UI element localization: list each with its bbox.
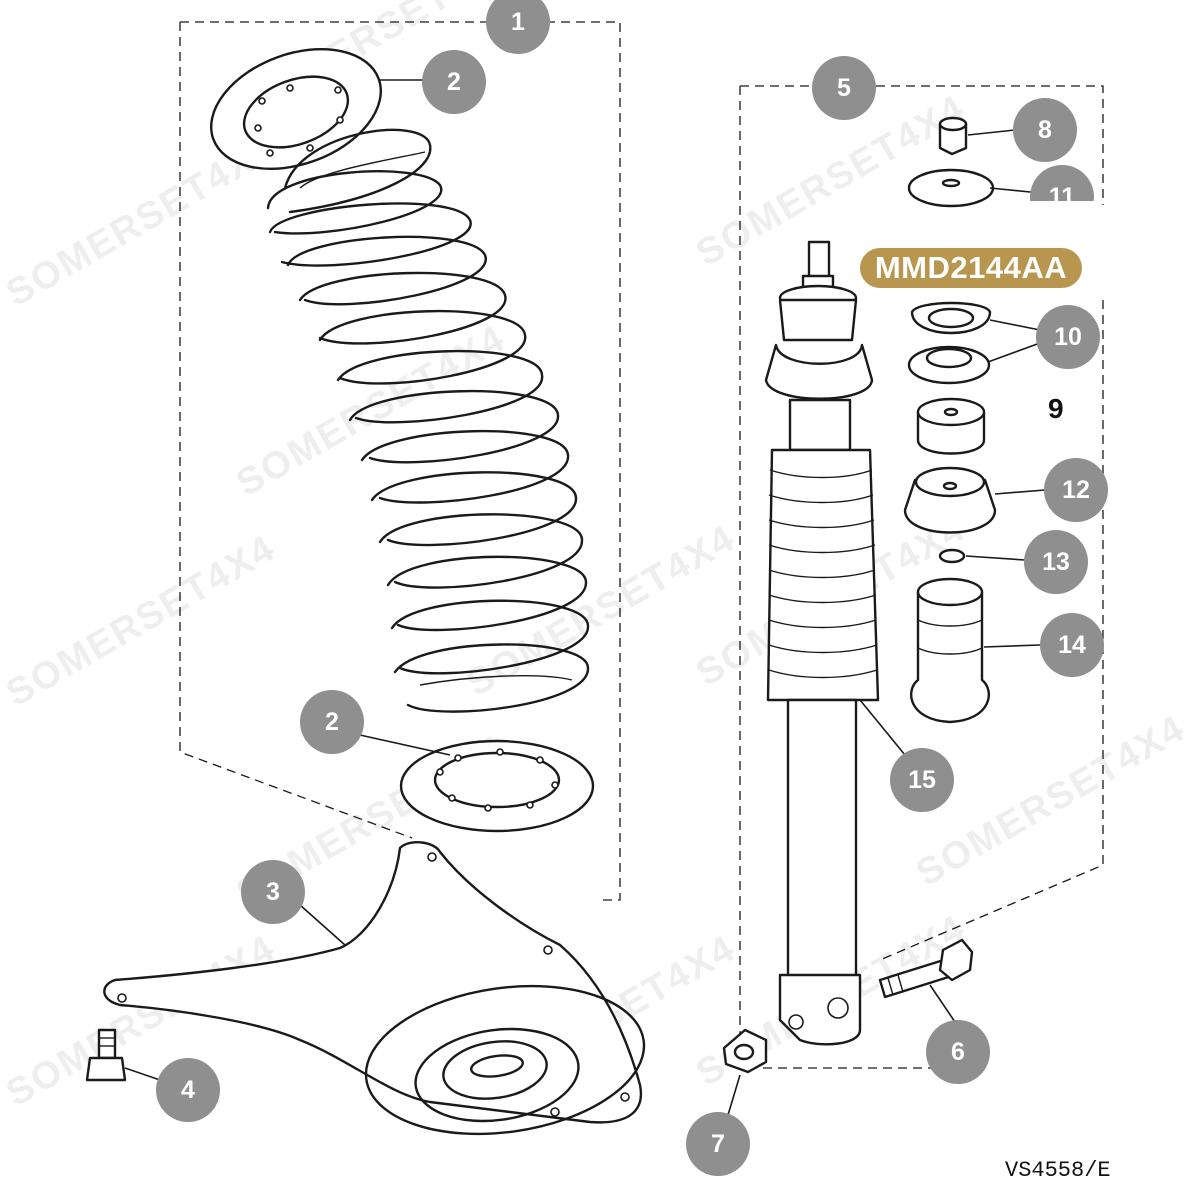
leader-10b bbox=[987, 342, 1041, 363]
leader-15 bbox=[859, 699, 906, 756]
leader-8 bbox=[967, 129, 1016, 136]
callout-5: 5 bbox=[812, 56, 876, 120]
leader-7 bbox=[727, 1074, 741, 1116]
callout-text: 4 bbox=[181, 1075, 195, 1104]
spring-group-box bbox=[179, 21, 621, 901]
plain-washer bbox=[907, 168, 995, 208]
cup-washer-upper bbox=[910, 301, 992, 335]
callout-8: 8 bbox=[1013, 98, 1077, 162]
lower-mounting-bolt bbox=[878, 938, 974, 999]
callout-text: 14 bbox=[1058, 630, 1086, 659]
leader-12 bbox=[994, 489, 1046, 495]
callout-text: 12 bbox=[1062, 475, 1090, 504]
leader-6 bbox=[929, 984, 956, 1023]
leader-14 bbox=[983, 644, 1041, 648]
callout-text: 3 bbox=[266, 877, 280, 906]
callout-12: 12 bbox=[1044, 458, 1108, 522]
callout-1: 1 bbox=[486, 0, 550, 54]
lower-nut bbox=[722, 1028, 768, 1074]
leader-2-lower bbox=[359, 734, 451, 756]
callout-text: 13 bbox=[1042, 547, 1070, 576]
leader-4 bbox=[124, 1067, 161, 1081]
drawing-reference: VS4558/E bbox=[1005, 1158, 1111, 1183]
callout-10: 10 bbox=[1036, 305, 1100, 369]
flange-bolt bbox=[85, 1028, 127, 1082]
o-ring bbox=[938, 548, 966, 564]
mounting-turret bbox=[103, 841, 646, 1136]
callout-text: 10 bbox=[1054, 322, 1082, 351]
rubber-bush bbox=[916, 397, 986, 455]
callout-6: 6 bbox=[926, 1020, 990, 1084]
bump-stop bbox=[910, 577, 990, 724]
damper-group-box bbox=[739, 85, 1104, 1069]
callout-3: 3 bbox=[241, 860, 305, 924]
callout-text: 11 bbox=[1048, 182, 1076, 211]
callout-13: 13 bbox=[1024, 530, 1088, 594]
callout-7: 7 bbox=[686, 1112, 750, 1176]
top-nut bbox=[938, 116, 968, 156]
callout-text: 8 bbox=[1038, 115, 1052, 144]
callout-9-plain: 9 bbox=[1048, 393, 1064, 424]
callout-text: 7 bbox=[711, 1129, 725, 1158]
callout-text: 5 bbox=[837, 73, 851, 102]
lower-spring-seat bbox=[399, 739, 595, 833]
callout-2-upper: 2 bbox=[422, 50, 486, 114]
part-number-badge: MMD2144AA bbox=[860, 248, 1082, 288]
callout-text: 2 bbox=[447, 67, 461, 96]
callout-2-lower: 2 bbox=[300, 690, 364, 754]
callout-text: 6 bbox=[951, 1037, 965, 1066]
leader-3 bbox=[299, 904, 346, 946]
callout-14: 14 bbox=[1040, 613, 1104, 677]
spring-seat-cup bbox=[903, 466, 997, 534]
leader-10a bbox=[989, 319, 1041, 331]
callout-text: 2 bbox=[325, 707, 339, 736]
coil-spring bbox=[266, 128, 590, 713]
callout-4: 4 bbox=[156, 1058, 220, 1122]
callout-15: 15 bbox=[890, 748, 954, 812]
shock-absorber bbox=[764, 240, 880, 1046]
leader-13 bbox=[965, 555, 1026, 561]
cup-washer-lower bbox=[907, 345, 991, 385]
callout-text: 15 bbox=[908, 765, 936, 794]
callout-text: 1 bbox=[511, 7, 525, 36]
